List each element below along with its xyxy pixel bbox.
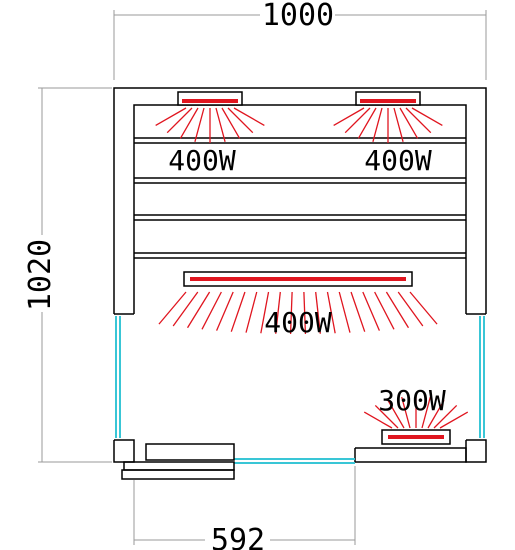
dimension-lines: [38, 10, 487, 545]
heater-top-left-housing: [177, 91, 243, 106]
depth-dimension-label: 1020: [23, 239, 58, 311]
heater-top-right-label: 400W: [364, 144, 432, 177]
heater-rear-long-rays: [158, 291, 438, 334]
heater-floor-rays: [363, 396, 469, 429]
heater-elements: [182, 99, 444, 439]
heater-floor-label: 300W: [378, 384, 446, 417]
glass-panels: [115, 316, 485, 464]
heater-top-left-label: 400W: [168, 144, 236, 177]
heater-top-right-rays: [333, 107, 443, 143]
width-dimension-label: 1000: [262, 0, 334, 33]
benches: [134, 137, 466, 259]
heat-rays: [155, 107, 469, 429]
door-dimension-label: 592: [211, 523, 265, 550]
door-step: [121, 443, 235, 480]
heater-top-right-housing: [355, 91, 421, 106]
heater-top-left-rays: [155, 107, 265, 143]
heater-rear-long-label: 400W: [264, 306, 332, 339]
